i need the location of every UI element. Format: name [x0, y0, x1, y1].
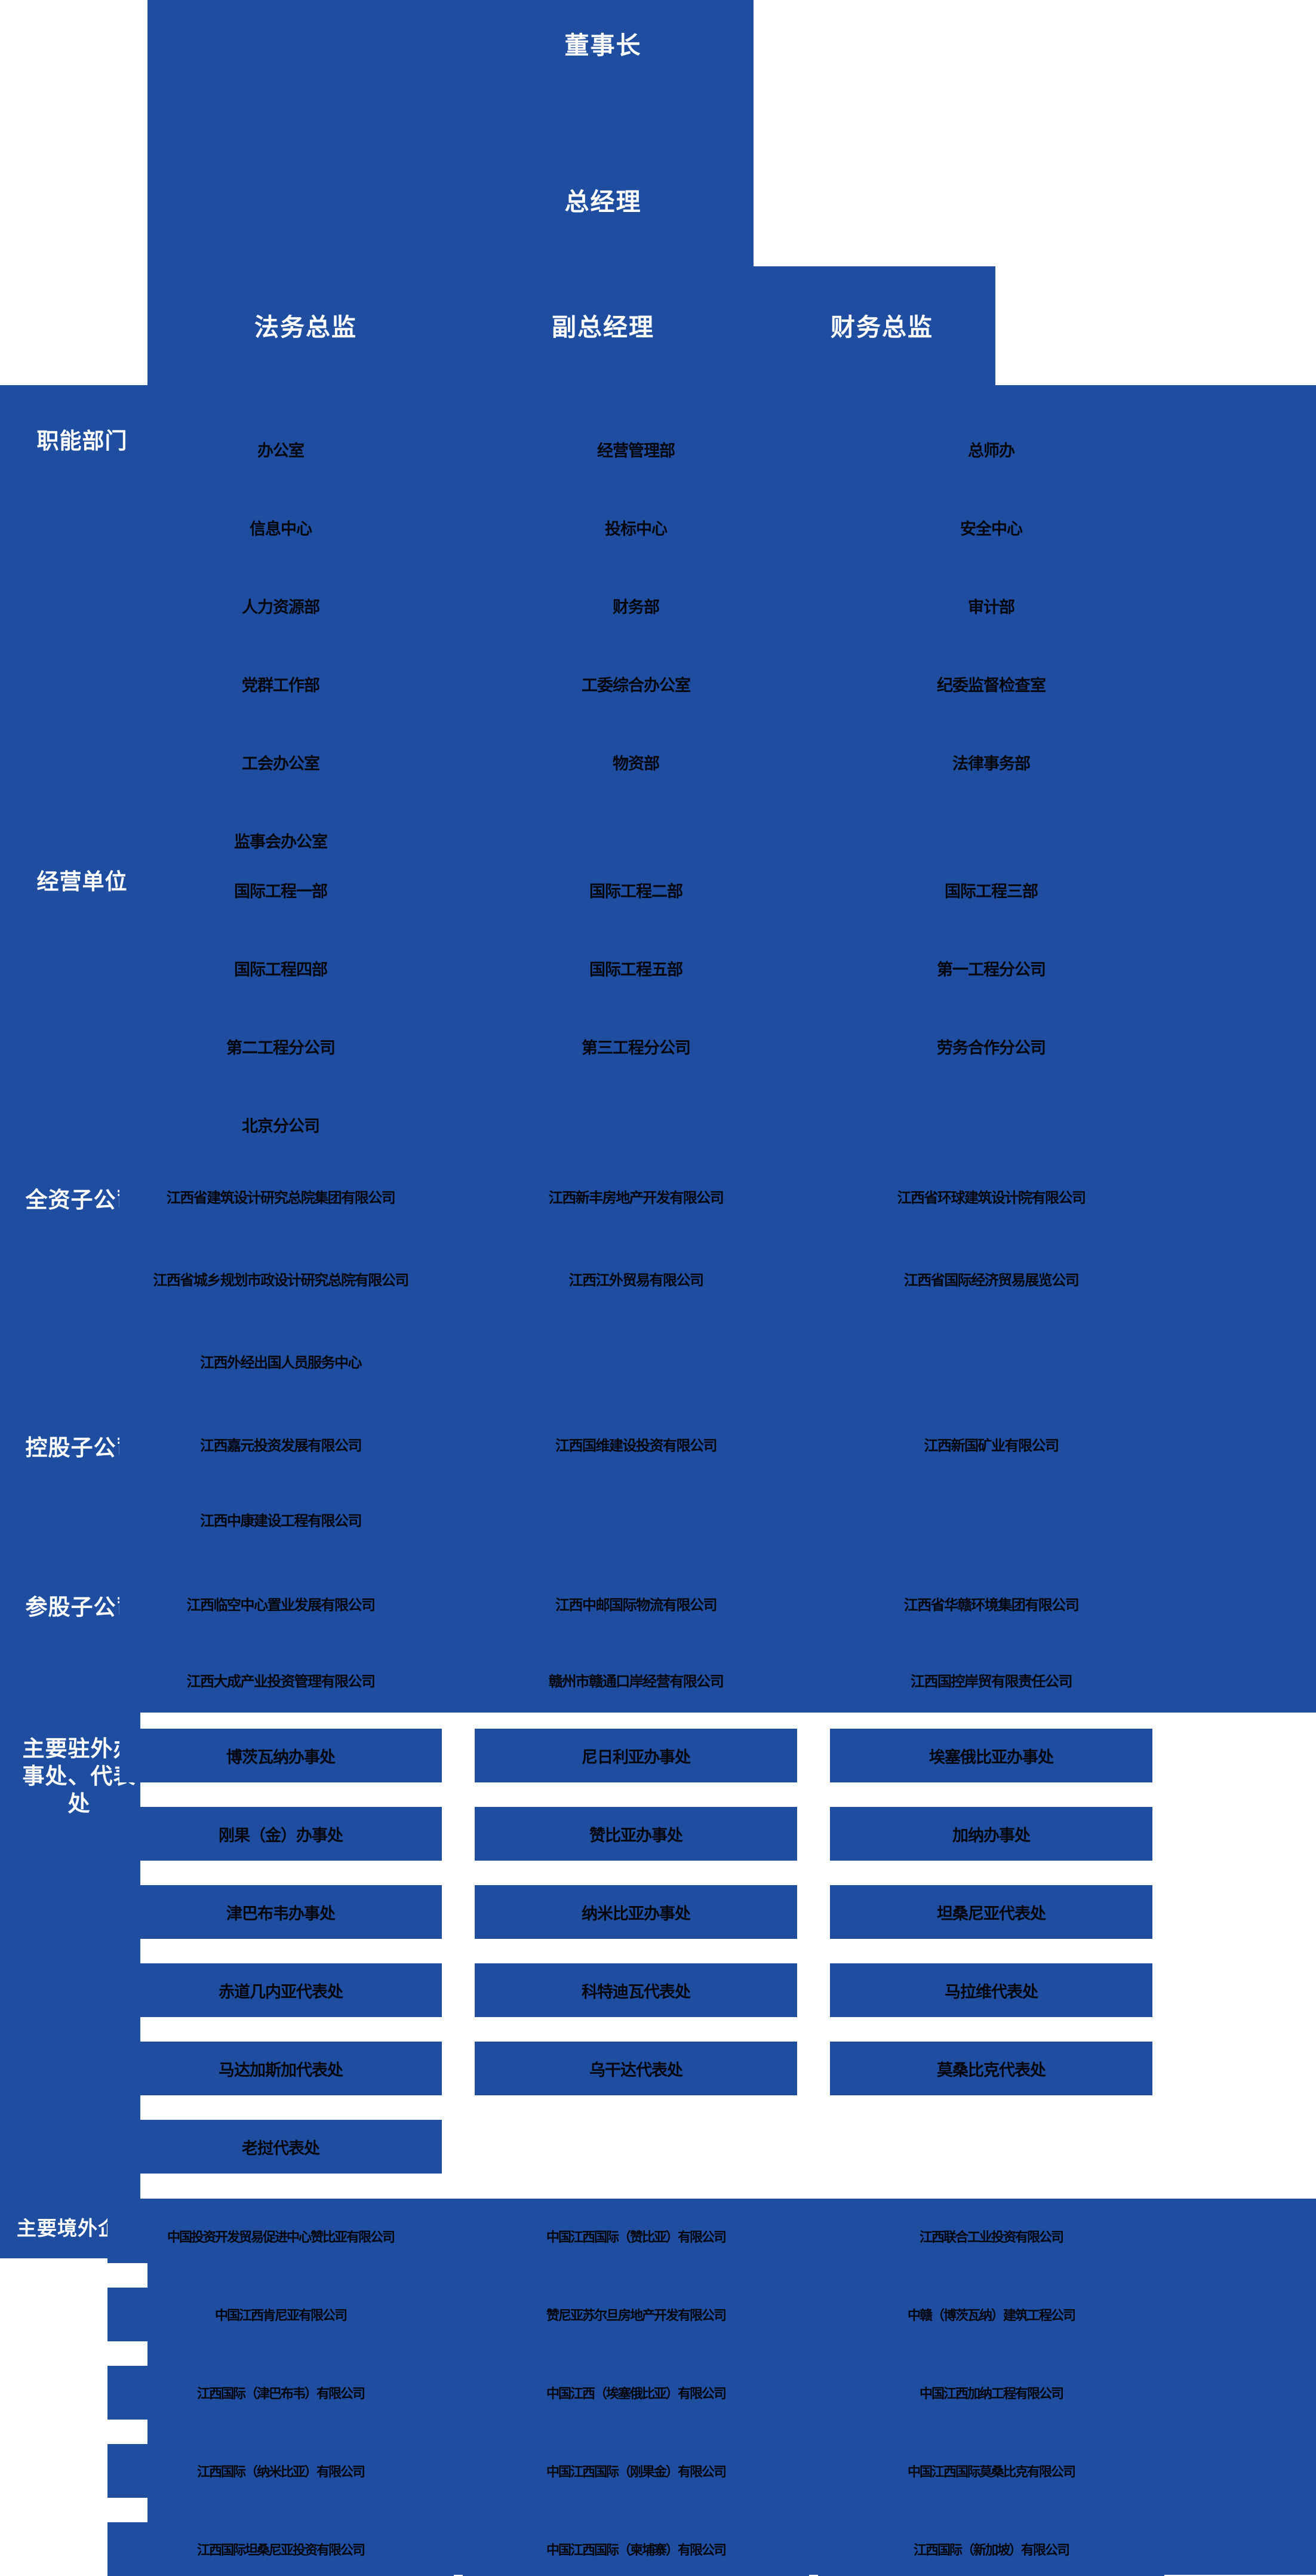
- node-business-units[interactable]: 国际工程四部: [167, 952, 394, 984]
- node-wholly-owned[interactable]: 江西省环球建筑设计院有限公司: [830, 1169, 1152, 1223]
- node-overseas-enterprises[interactable]: 江西国际（新加坡）有限公司: [818, 2522, 1164, 2576]
- node-equity[interactable]: 江西中邮国际物流有限公司: [475, 1576, 797, 1630]
- node-overseas-offices[interactable]: 马拉维代表处: [830, 1963, 1152, 2017]
- node-functional-departments[interactable]: 工委综合办公室: [522, 668, 749, 700]
- node-wholly-owned[interactable]: 江西江外贸易有限公司: [475, 1252, 797, 1305]
- node-business-units[interactable]: 劳务合作分公司: [878, 1030, 1105, 1062]
- node-overseas-offices[interactable]: 埃塞俄比亚办事处: [830, 1729, 1152, 1782]
- node-overseas-offices[interactable]: 老挝代表处: [119, 2120, 442, 2174]
- node-functional-departments[interactable]: 办公室: [167, 433, 394, 465]
- node-business-units[interactable]: 第一工程分公司: [878, 952, 1105, 984]
- left-rail-offices: [0, 1713, 140, 2244]
- node-overseas-offices[interactable]: 津巴布韦办事处: [119, 1885, 442, 1939]
- node-overseas-enterprises[interactable]: 赞尼亚苏尔旦房地产开发有限公司: [463, 2288, 809, 2341]
- node-functional-departments[interactable]: 物资部: [522, 746, 749, 778]
- node-overseas-enterprises[interactable]: 中国江西（埃塞俄比亚）有限公司: [463, 2366, 809, 2420]
- node-functional-departments[interactable]: 投标中心: [522, 511, 749, 543]
- node-overseas-offices[interactable]: 博茨瓦纳办事处: [119, 1729, 442, 1782]
- exec-finance-director[interactable]: 财务总监: [831, 313, 933, 341]
- category-overseas-offices-line1: 主要驻外办: [22, 1736, 136, 1761]
- node-wholly-owned[interactable]: 江西省建筑设计研究总院集团有限公司: [119, 1169, 442, 1223]
- node-business-units[interactable]: 国际工程二部: [522, 874, 749, 906]
- exec-chairman[interactable]: 董事长: [564, 32, 642, 59]
- node-overseas-enterprises[interactable]: 中国江西肯尼亚有限公司: [107, 2288, 454, 2341]
- node-functional-departments[interactable]: 党群工作部: [167, 668, 394, 700]
- category-business-units[interactable]: 经营单位: [36, 869, 128, 894]
- node-overseas-offices[interactable]: 马达加斯加代表处: [119, 2042, 442, 2095]
- node-business-units[interactable]: 第二工程分公司: [167, 1030, 394, 1062]
- node-wholly-owned[interactable]: 江西省城乡规划市政设计研究总院有限公司: [119, 1252, 442, 1305]
- node-overseas-offices[interactable]: 赤道几内亚代表处: [119, 1963, 442, 2017]
- node-functional-departments[interactable]: 法律事务部: [878, 746, 1105, 778]
- node-holding[interactable]: 江西新国矿业有限公司: [830, 1417, 1152, 1471]
- node-overseas-enterprises[interactable]: 中国江西加纳工程有限公司: [818, 2366, 1164, 2420]
- node-overseas-offices[interactable]: 莫桑比克代表处: [830, 2042, 1152, 2095]
- node-functional-departments[interactable]: 安全中心: [878, 511, 1105, 543]
- node-overseas-enterprises[interactable]: 中国江西国际（赞比亚）有限公司: [463, 2209, 809, 2263]
- node-overseas-enterprises[interactable]: 中国江西国际（柬埔寨）有限公司: [463, 2522, 809, 2576]
- node-overseas-offices[interactable]: 加纳办事处: [830, 1807, 1152, 1861]
- node-overseas-enterprises[interactable]: 中国投资开发贸易促进中心赞比亚有限公司: [107, 2209, 454, 2263]
- node-overseas-enterprises[interactable]: 中赣（博茨瓦纳）建筑工程公司: [818, 2288, 1164, 2341]
- node-equity[interactable]: 江西临空中心置业发展有限公司: [119, 1576, 442, 1630]
- exec-band-officers: [147, 266, 995, 385]
- node-business-units[interactable]: 第三工程分公司: [522, 1030, 749, 1062]
- node-functional-departments[interactable]: 总师办: [878, 433, 1105, 465]
- band-functional-and-units: [0, 385, 1316, 1019]
- node-equity[interactable]: 江西国控岸贸有限责任公司: [830, 1653, 1152, 1707]
- node-overseas-offices[interactable]: 刚果（金）办事处: [119, 1807, 442, 1861]
- node-overseas-enterprises[interactable]: 中国江西国际莫桑比克有限公司: [818, 2444, 1164, 2498]
- node-holding[interactable]: 江西嘉元投资发展有限公司: [119, 1417, 442, 1471]
- category-overseas-offices-line2: 事处、代表处: [22, 1763, 136, 1816]
- exec-legal-director[interactable]: 法务总监: [254, 313, 357, 341]
- node-equity[interactable]: 赣州市赣通口岸经营有限公司: [475, 1653, 797, 1707]
- node-overseas-enterprises[interactable]: 中国江西国际（刚果金）有限公司: [463, 2444, 809, 2498]
- node-functional-departments[interactable]: 纪委监督检查室: [878, 668, 1105, 700]
- node-functional-departments[interactable]: 审计部: [878, 589, 1105, 622]
- node-functional-departments[interactable]: 经营管理部: [522, 433, 749, 465]
- node-business-units[interactable]: 北京分公司: [167, 1108, 394, 1141]
- node-functional-departments[interactable]: 财务部: [522, 589, 749, 622]
- node-business-units[interactable]: 国际工程一部: [167, 874, 394, 906]
- node-business-units[interactable]: 国际工程五部: [522, 952, 749, 984]
- node-functional-departments[interactable]: 人力资源部: [167, 589, 394, 622]
- node-wholly-owned[interactable]: 江西新丰房地产开发有限公司: [475, 1169, 797, 1223]
- node-functional-departments[interactable]: 信息中心: [167, 511, 394, 543]
- node-wholly-owned[interactable]: 江西省国际经济贸易展览公司: [830, 1252, 1152, 1305]
- node-functional-departments[interactable]: 工会办公室: [167, 746, 394, 778]
- node-holding[interactable]: 江西国维建设投资有限公司: [475, 1417, 797, 1471]
- node-overseas-enterprises[interactable]: 江西联合工业投资有限公司: [818, 2209, 1164, 2263]
- node-overseas-offices[interactable]: 坦桑尼亚代表处: [830, 1885, 1152, 1939]
- node-overseas-offices[interactable]: 尼日利亚办事处: [475, 1729, 797, 1782]
- exec-band-chairman: [147, 0, 754, 266]
- category-overseas-offices[interactable]: 主要驻外办 事处、代表处: [12, 1736, 146, 1816]
- node-holding[interactable]: 江西中康建设工程有限公司: [119, 1492, 442, 1546]
- node-overseas-offices[interactable]: 纳米比亚办事处: [475, 1885, 797, 1939]
- node-overseas-enterprises[interactable]: 江西国际（津巴布韦）有限公司: [107, 2366, 454, 2420]
- node-wholly-owned[interactable]: 江西外经出国人员服务中心: [119, 1334, 442, 1388]
- node-business-units[interactable]: 国际工程三部: [878, 874, 1105, 906]
- node-overseas-offices[interactable]: 科特迪瓦代表处: [475, 1963, 797, 2017]
- exec-deputy-general-manager[interactable]: 副总经理: [552, 313, 654, 341]
- node-functional-departments[interactable]: 监事会办公室: [167, 824, 394, 856]
- node-overseas-enterprises[interactable]: 江西国际（纳米比亚）有限公司: [107, 2444, 454, 2498]
- category-functional-departments[interactable]: 职能部门: [36, 428, 128, 453]
- node-overseas-offices[interactable]: 赞比亚办事处: [475, 1807, 797, 1861]
- node-overseas-enterprises[interactable]: 江西国际坦桑尼亚投资有限公司: [107, 2522, 454, 2576]
- node-equity[interactable]: 江西省华赣环境集团有限公司: [830, 1576, 1152, 1630]
- node-overseas-offices[interactable]: 乌干达代表处: [475, 2042, 797, 2095]
- node-equity[interactable]: 江西大成产业投资管理有限公司: [119, 1653, 442, 1707]
- left-rail-lower: [0, 1019, 140, 1713]
- exec-general-manager[interactable]: 总经理: [564, 188, 642, 216]
